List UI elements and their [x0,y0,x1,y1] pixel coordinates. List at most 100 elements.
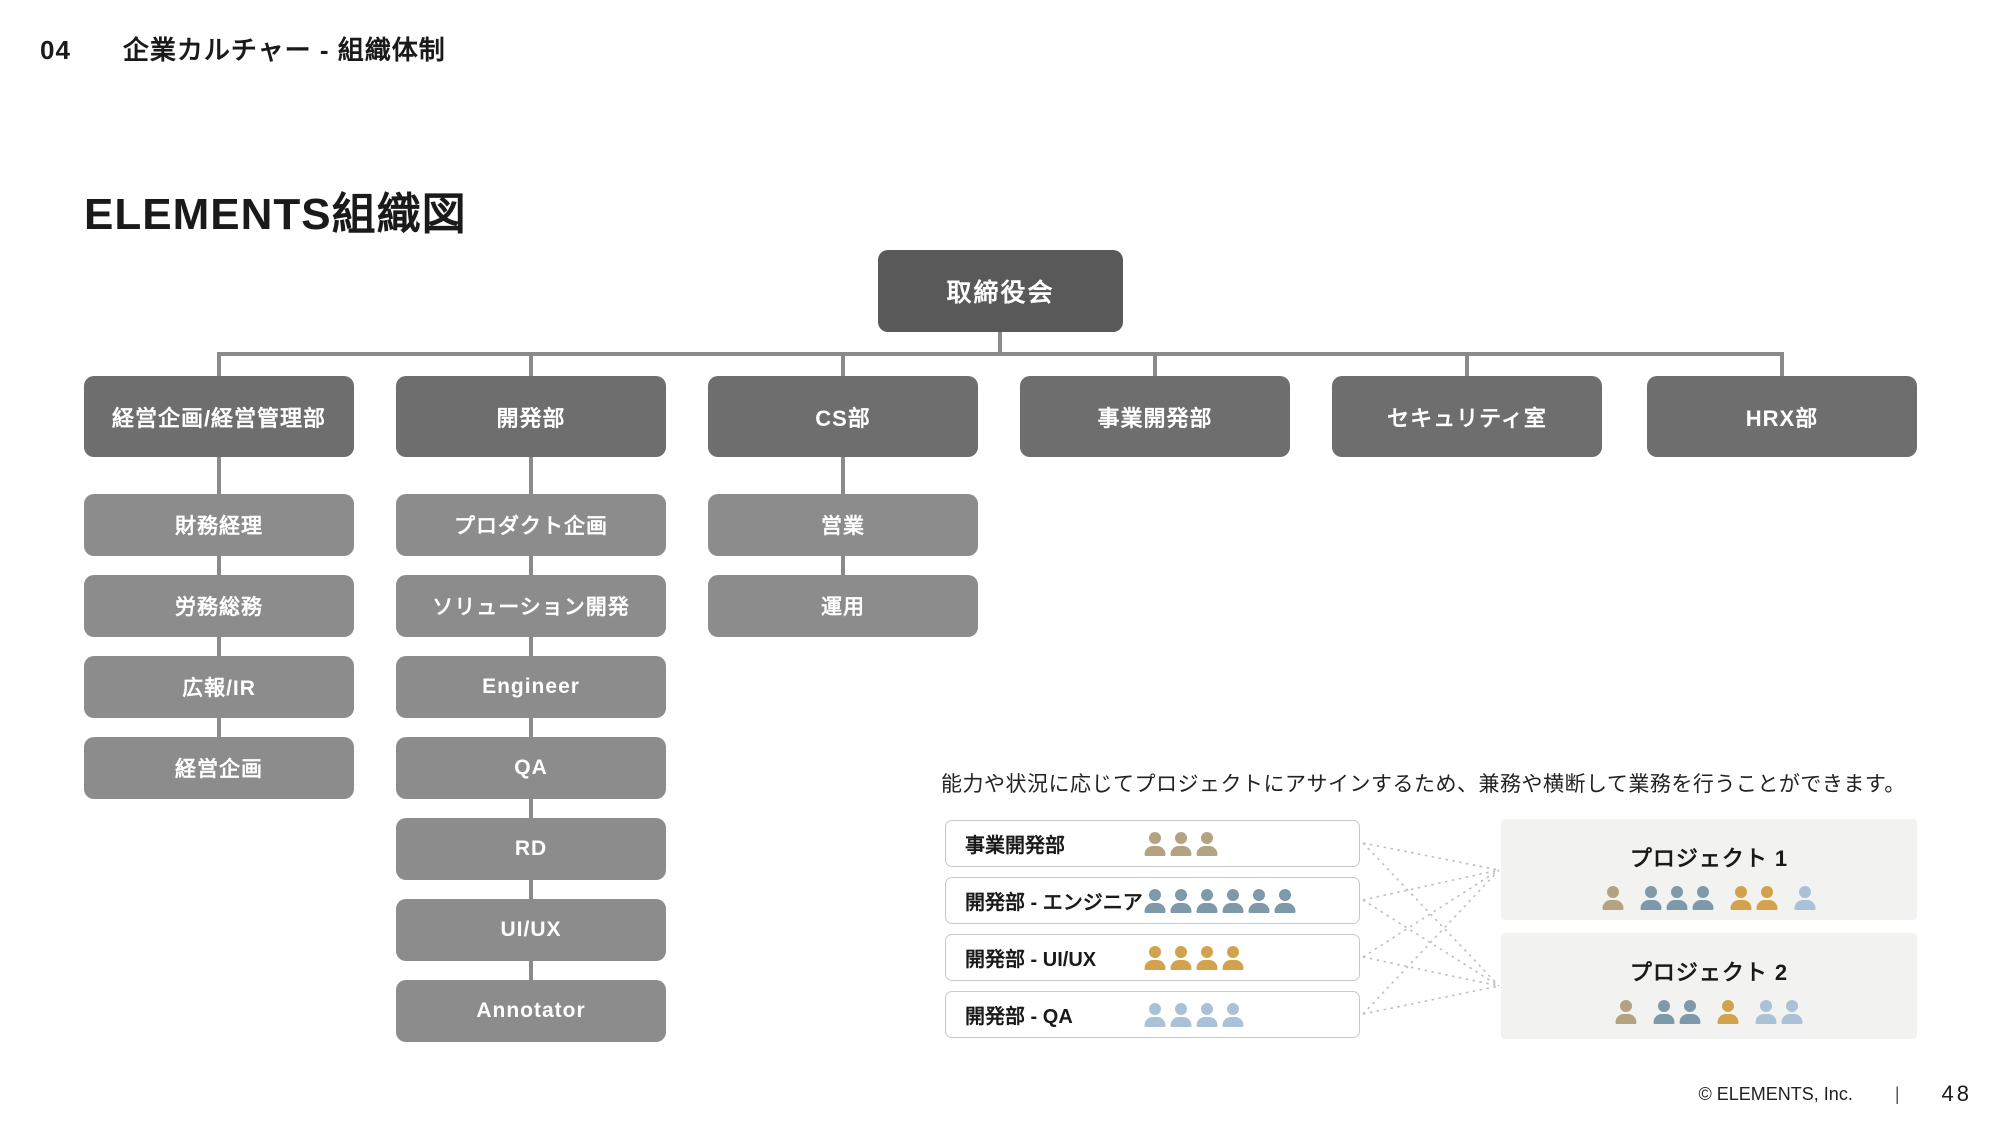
project-member-icons [1501,886,1917,910]
page-section-number: 04 [40,35,71,65]
person-icon [1170,832,1191,856]
page-title: ELEMENTS組織図 [84,190,467,239]
team-row: 開発部 - QA [945,991,1360,1038]
person-icon [1222,1003,1243,1027]
person-icon [1222,889,1243,913]
person-icon [1144,946,1165,970]
org-column: CS部営業運用 [708,376,978,637]
project-member-group [1654,1000,1701,1024]
org-column: セキュリティ室 [1332,376,1602,457]
org-dept-box: セキュリティ室 [1332,376,1602,457]
connector-horizontal-rail [217,352,1784,356]
project-member-group [1603,886,1624,910]
person-icon [1196,832,1217,856]
person-icon [1680,1000,1701,1024]
connector-column-line [529,457,533,1011]
team-label: 事業開発部 [965,835,1065,857]
person-icon [1170,889,1191,913]
assignment-description: 能力や状況に応じてプロジェクトにアサインするため、兼務や横断して業務を行うことが… [941,773,1906,796]
project-card: プロジェクト 1 [1501,819,1917,920]
team-label: 開発部 - エンジニア [965,892,1143,914]
org-dept-box: 事業開発部 [1020,376,1290,457]
project-member-icons [1501,1000,1917,1024]
person-icon [1248,889,1269,913]
footer-separator: | [1894,1083,1900,1104]
org-sub-box: 運用 [708,575,978,637]
project-member-group [1616,1000,1637,1024]
org-column: HRX部 [1647,376,1917,457]
team-row: 開発部 - UI/UX [945,934,1360,981]
project-member-group [1641,886,1714,910]
org-sub-box: Engineer [396,656,666,718]
org-sub-box: RD [396,818,666,880]
person-icon [1274,889,1295,913]
team-label: 開発部 - QA [965,1006,1073,1028]
page-header: 04 企業カルチャー - 組織体制 [40,30,446,67]
page-number: 48 [1941,1081,1972,1106]
connector-dept-stub [1780,352,1784,376]
person-icon [1144,889,1165,913]
person-icon [1616,1000,1637,1024]
team-member-icons [1144,992,1243,1037]
connector-dept-stub [1153,352,1157,376]
project-member-group [1795,886,1816,910]
person-icon [1667,886,1688,910]
copyright-text: © ELEMENTS, Inc. [1698,1083,1853,1104]
org-sub-box: 営業 [708,494,978,556]
org-dept-box: 経営企画/経営管理部 [84,376,354,457]
person-icon [1756,1000,1777,1024]
connector-dept-stub [1465,352,1469,376]
section-title: 企業カルチャー - 組織体制 [122,35,446,65]
org-sub-box: 広報/IR [84,656,354,718]
connector-dept-stub [217,352,221,376]
team-label: 開発部 - UI/UX [965,949,1097,971]
project-title: プロジェクト 2 [1629,960,1789,985]
project-list: プロジェクト 1 プロジェクト 2 [1501,819,1917,1039]
person-icon [1170,1003,1191,1027]
org-sub-box: ソリューション開発 [396,575,666,637]
org-root-box: 取締役会 [878,250,1123,332]
person-icon [1782,1000,1803,1024]
person-icon [1757,886,1778,910]
person-icon [1795,886,1816,910]
connector-root-stub [998,332,1002,356]
team-row: 事業開発部 [945,820,1360,867]
team-row: 開発部 - エンジニア [945,877,1360,924]
org-sub-stack: 財務経理労務総務広報/IR 経営企画 [84,494,354,799]
slide-footer: © ELEMENTS, Inc. | 48 [1699,1081,1972,1107]
project-card: プロジェクト 2 [1501,933,1917,1039]
org-dept-box: HRX部 [1647,376,1917,457]
project-member-group [1718,1000,1739,1024]
project-member-group [1756,1000,1803,1024]
org-sub-stack: 営業運用 [708,494,978,637]
person-icon [1170,946,1191,970]
team-member-icons [1144,935,1243,980]
person-icon [1731,886,1752,910]
project-title: プロジェクト 1 [1629,846,1789,871]
org-sub-box: 財務経理 [84,494,354,556]
person-icon [1196,946,1217,970]
team-member-icons [1144,821,1217,866]
team-list: 事業開発部開発部 - エンジニア開発部 - UI/UX 開発部 - QA [945,820,1360,1038]
person-icon [1641,886,1662,910]
org-dept-box: 開発部 [396,376,666,457]
person-icon [1603,886,1624,910]
person-icon [1222,946,1243,970]
org-column: 経営企画/経営管理部財務経理労務総務広報/IR 経営企画 [84,376,354,799]
org-column: 事業開発部 [1020,376,1290,457]
person-icon [1693,886,1714,910]
connector-dept-stub [529,352,533,376]
person-icon [1196,889,1217,913]
person-icon [1196,1003,1217,1027]
org-sub-box: 経営企画 [84,737,354,799]
org-sub-box: Annotator [396,980,666,1042]
team-member-icons [1144,878,1295,923]
org-sub-box: UI/UX [396,899,666,961]
org-sub-box: 労務総務 [84,575,354,637]
org-sub-box: QA [396,737,666,799]
project-member-group [1731,886,1778,910]
person-icon [1144,1003,1165,1027]
